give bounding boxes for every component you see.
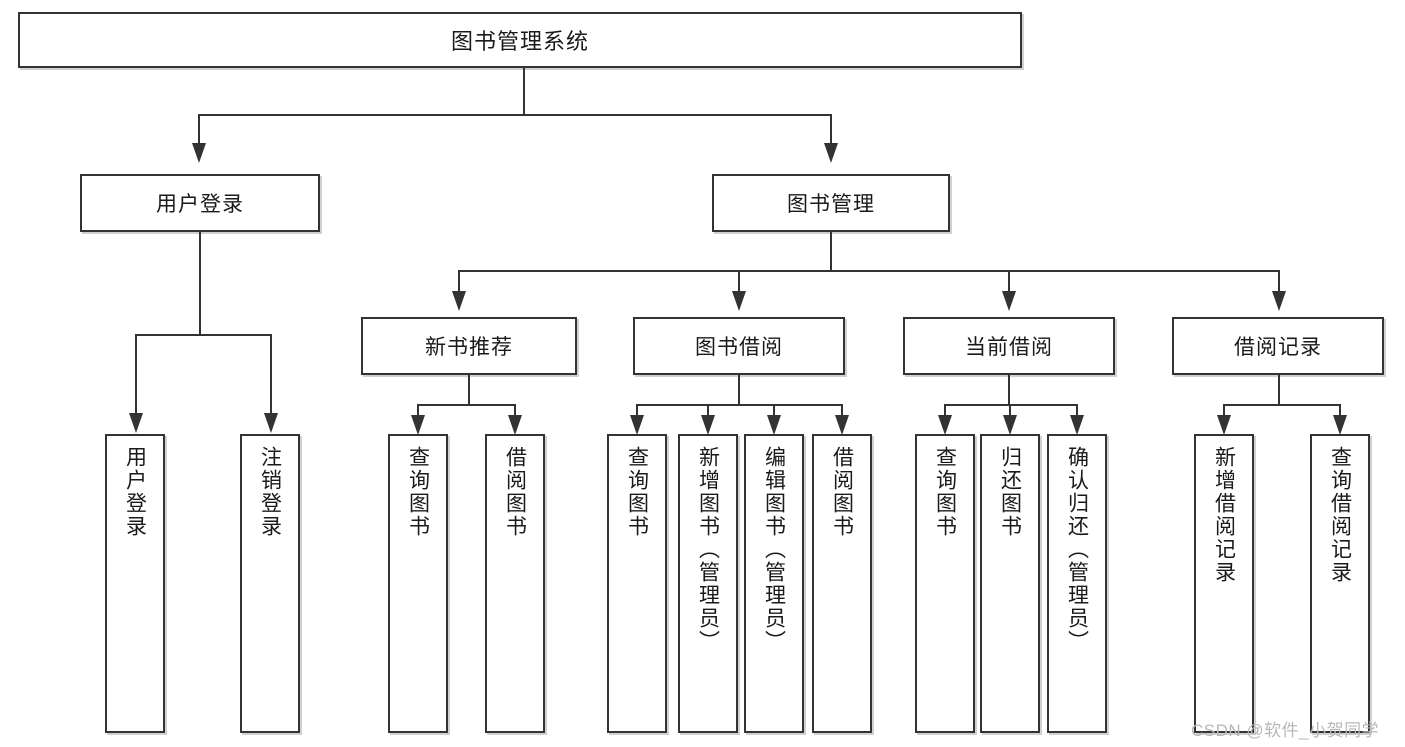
- connector-user-login-to-leaf-1: [270, 334, 272, 414]
- node-label: 用户登录: [123, 446, 147, 538]
- connector-current-borrow-to-leaf-0: [944, 404, 946, 416]
- connector-current-borrow-bar: [944, 404, 1078, 406]
- node-label: 新书推荐: [425, 336, 513, 359]
- arrowhead-leaf-return-book: [1003, 415, 1017, 435]
- leaf-edit-book-admin[interactable]: 编辑图书（管理员）: [744, 434, 804, 733]
- node-label: 查询图书: [933, 446, 957, 538]
- connector-root-stem: [523, 68, 525, 115]
- arrowhead-leaf-query-book-3: [938, 415, 952, 435]
- connector-user-login-to-leaf-0: [135, 334, 137, 414]
- connector-borrow-record-bar: [1223, 404, 1341, 406]
- connector-user-login-bar: [135, 334, 272, 336]
- node-user-login[interactable]: 用户登录: [80, 174, 320, 232]
- leaf-logout[interactable]: 注销登录: [240, 434, 300, 733]
- connector-book-mgmt-stem: [830, 232, 832, 272]
- connector-book-borrow-to-leaf-3: [841, 404, 843, 416]
- node-borrow-record[interactable]: 借阅记录: [1172, 317, 1384, 375]
- node-book-management[interactable]: 图书管理: [712, 174, 950, 232]
- node-current-borrow[interactable]: 当前借阅: [903, 317, 1115, 375]
- connector-root-to-user-login: [198, 114, 200, 144]
- node-label: 图书借阅: [695, 336, 783, 359]
- arrowhead-leaf-add-record: [1217, 415, 1231, 435]
- connector-book-borrow-to-leaf-0: [636, 404, 638, 416]
- node-label: 借阅图书: [830, 446, 854, 538]
- arrowhead-leaf-query-book-1: [411, 415, 425, 435]
- connector-book-mgmt-bar: [458, 270, 1280, 272]
- arrowhead-leaf-query-record: [1333, 415, 1347, 435]
- leaf-borrow-book[interactable]: 借阅图书: [812, 434, 872, 733]
- arrowhead-l2-new-book: [452, 291, 466, 311]
- connector-current-borrow-to-leaf-2: [1076, 404, 1078, 416]
- leaf-query-borrow-record[interactable]: 查询借阅记录: [1310, 434, 1370, 733]
- connector-current-borrow-stem: [1008, 375, 1010, 406]
- connector-new-book-to-leaf-1: [514, 404, 516, 416]
- node-label: 注销登录: [258, 446, 282, 538]
- arrowhead-l2-current-borrow: [1002, 291, 1016, 311]
- connector-book-borrow-bar: [636, 404, 843, 406]
- arrowhead-leaf-edit-book: [767, 415, 781, 435]
- connector-new-book-bar: [417, 404, 516, 406]
- node-label: 借阅记录: [1234, 336, 1322, 359]
- node-label: 查询图书: [625, 446, 649, 538]
- node-label: 查询借阅记录: [1328, 446, 1352, 584]
- connector-new-book-to-leaf-0: [417, 404, 419, 416]
- leaf-user-login[interactable]: 用户登录: [105, 434, 165, 733]
- node-label: 图书管理系统: [450, 29, 589, 54]
- connector-current-borrow-to-leaf-1: [1009, 404, 1011, 416]
- connector-book-mgmt-to-l2-1: [738, 270, 740, 292]
- arrowhead-user-login: [192, 143, 206, 163]
- arrowhead-leaf-confirm-return: [1070, 415, 1084, 435]
- node-new-book-recommend[interactable]: 新书推荐: [361, 317, 577, 375]
- arrowhead-leaf-logout: [264, 413, 278, 433]
- connector-book-borrow-stem: [738, 375, 740, 406]
- node-label: 新增借阅记录: [1212, 446, 1236, 584]
- node-label: 归还图书: [998, 446, 1022, 538]
- leaf-borrow-book-recommend[interactable]: 借阅图书: [485, 434, 545, 733]
- arrowhead-l2-borrow-record: [1272, 291, 1286, 311]
- node-root-system[interactable]: 图书管理系统: [18, 12, 1022, 68]
- node-label: 当前借阅: [965, 336, 1053, 359]
- connector-borrow-record-to-leaf-1: [1339, 404, 1341, 416]
- leaf-add-book-admin[interactable]: 新增图书（管理员）: [678, 434, 738, 733]
- leaf-return-book[interactable]: 归还图书: [980, 434, 1040, 733]
- arrowhead-leaf-query-book-2: [630, 415, 644, 435]
- node-label: 图书管理: [787, 193, 875, 216]
- connector-root-bar: [198, 114, 832, 116]
- connector-root-to-book-mgmt: [830, 114, 832, 144]
- arrowhead-leaf-borrow-book-1: [508, 415, 522, 435]
- csdn-watermark: CSDN @软件_小贺同学: [1191, 721, 1380, 740]
- arrowhead-leaf-user-login: [129, 413, 143, 433]
- arrowhead-l2-book-borrow: [732, 291, 746, 311]
- arrowhead-leaf-borrow-book-2: [835, 415, 849, 435]
- leaf-query-book-current[interactable]: 查询图书: [915, 434, 975, 733]
- connector-user-login-stem: [199, 232, 201, 335]
- connector-book-borrow-to-leaf-2: [773, 404, 775, 416]
- leaf-query-book-recommend[interactable]: 查询图书: [388, 434, 448, 733]
- connector-book-mgmt-to-l2-2: [1008, 270, 1010, 292]
- arrowhead-book-mgmt: [824, 143, 838, 163]
- node-label: 新增图书（管理员）: [696, 446, 720, 653]
- node-label: 借阅图书: [503, 446, 527, 538]
- node-label: 确认归还（管理员）: [1065, 446, 1089, 653]
- node-label: 用户登录: [156, 193, 244, 216]
- arrowhead-leaf-add-book: [701, 415, 715, 435]
- leaf-query-book-borrow[interactable]: 查询图书: [607, 434, 667, 733]
- node-label: 查询图书: [406, 446, 430, 538]
- node-book-borrow[interactable]: 图书借阅: [633, 317, 845, 375]
- connector-borrow-record-stem: [1278, 375, 1280, 406]
- connector-book-mgmt-to-l2-3: [1278, 270, 1280, 292]
- leaf-confirm-return-admin[interactable]: 确认归还（管理员）: [1047, 434, 1107, 733]
- node-label: 编辑图书（管理员）: [762, 446, 786, 653]
- leaf-add-borrow-record[interactable]: 新增借阅记录: [1194, 434, 1254, 733]
- connector-book-borrow-to-leaf-1: [707, 404, 709, 416]
- connector-book-mgmt-to-l2-0: [458, 270, 460, 292]
- connector-new-book-stem: [468, 375, 470, 406]
- connector-borrow-record-to-leaf-0: [1223, 404, 1225, 416]
